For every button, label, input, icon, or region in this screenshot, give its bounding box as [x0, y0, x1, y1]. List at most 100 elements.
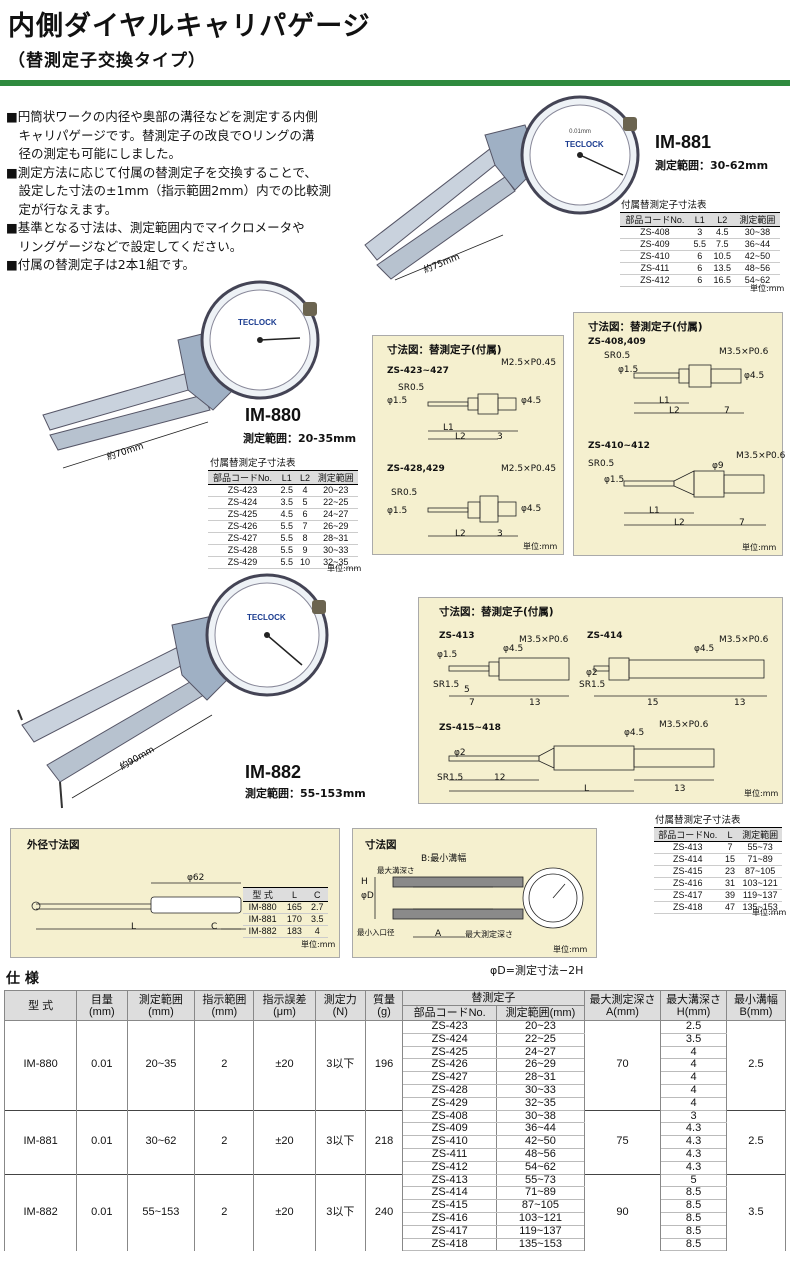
probe-drawing [623, 364, 766, 526]
c-label: C [211, 922, 218, 932]
panel-title: 寸法図 [365, 839, 397, 851]
unit-label: 単位:mm [742, 543, 777, 552]
formula-note: φD=測定寸法−2H [490, 964, 584, 977]
dia-label: φ2 [586, 668, 598, 678]
probe-label: ZS-413 [439, 631, 475, 641]
dim-7: 7 [724, 406, 730, 416]
sr-label: SR1.5 [433, 680, 460, 690]
desc-line: 設定した寸法の±1mm（指示範囲2mm）内での比較測 [6, 183, 332, 198]
unit-label: 単位:mm [327, 564, 362, 573]
dia-label: φ4.5 [521, 396, 542, 406]
unit-label: 単位:mm [752, 908, 787, 917]
sr-label: SR0.5 [588, 459, 615, 469]
l2-label: L2 [669, 406, 680, 416]
green-divider [0, 80, 790, 86]
probe-label: ZS-423~427 [387, 366, 449, 376]
desc-line: リングゲージなどで設定してください。 [6, 238, 243, 254]
im881-dim-label: 約75mm [422, 250, 462, 275]
unit-label: 単位:mm [523, 542, 558, 551]
im880-range: 測定範囲：20-35mm [243, 432, 357, 445]
col-code: 部品コードNo. [208, 470, 277, 485]
l1-label: L1 [649, 506, 660, 516]
description: ■円筒状ワークの内径や奥部の溝径などを測定する内側 キャリパゲージです。替測定子… [6, 108, 366, 275]
l1-label: L1 [659, 396, 670, 406]
sr-label: SR1.5 [579, 680, 606, 690]
desc-line: 定が行なえます。 [6, 201, 118, 217]
l-label: L [131, 922, 137, 932]
dim-7: 7 [469, 698, 475, 708]
im881-range: 測定範囲：30-62mm [655, 159, 769, 172]
dia-label: φ1.5 [387, 396, 408, 406]
col-range: 測定範囲 [313, 470, 358, 485]
dim-3: 3 [497, 529, 503, 539]
col-range: 測定範囲 [738, 827, 782, 842]
desc-line: ■基準となる寸法は、測定範囲内でマイクロメータや [6, 220, 305, 235]
desc-line: ■測定方法に応じて付属の替測定子を交換することで、 [6, 164, 317, 180]
thread-label: M3.5×P0.6 [659, 720, 709, 730]
dia-label: φ4.5 [624, 728, 645, 738]
col-l1: L1 [689, 212, 710, 227]
im882-dim-label: 約90mm [118, 743, 157, 772]
sr-label: SR1.5 [437, 773, 464, 783]
desc-line: ■付属の替測定子は2本1組です。 [6, 257, 195, 272]
dim-15: 15 [647, 698, 659, 708]
dia-label: φ1.5 [618, 365, 639, 375]
l-label: L [584, 784, 590, 794]
dim-panel-d: 寸法図 B:最小溝幅 A H φD 最大溝深さ 最大測定深さ 最小入口径 単位:… [352, 828, 597, 958]
page-title: 内側ダイヤルキャリパゲージ [8, 11, 371, 42]
min-dia-label: 最小入口径 [357, 928, 395, 937]
desc-line: ■円筒状ワークの内径や奥部の溝径などを測定する内側 [6, 109, 318, 124]
dia-label: φ2 [454, 748, 466, 758]
outer-drawing [31, 882, 246, 930]
h-label: H [361, 877, 368, 887]
thread-label: M2.5×P0.45 [501, 464, 557, 474]
probe-label: ZS-410~412 [588, 441, 650, 451]
l2-label: L2 [455, 529, 466, 539]
brand-logo: TECLOCK [565, 140, 604, 149]
dia-label: φ4.5 [744, 371, 765, 381]
max-depth-label: 最大測定深さ [465, 930, 513, 939]
thread-label: M3.5×P0.6 [736, 451, 786, 461]
brand-logo: TECLOCK [247, 613, 286, 622]
probe-label: ZS-415~418 [439, 723, 501, 733]
b-label: B:最小溝幅 [421, 854, 467, 864]
col-range: 測定範囲 [734, 212, 780, 227]
panel-title: 寸法図：替測定子(付属) [439, 606, 554, 618]
im882-gauge-illustration: TECLOCK 約90mm [17, 573, 329, 809]
dim-panel-c: 寸法図：替測定子(付属) ZS-413 ZS-414 ZS-415~418 M3… [418, 597, 783, 804]
col-code: 部品コードNo. [654, 827, 722, 842]
dim-13: 13 [674, 784, 686, 794]
dia-label: φ1.5 [387, 506, 408, 516]
panel-title: 寸法図：替測定子(付属) [588, 321, 703, 333]
groove-drawing [374, 867, 584, 938]
sr-label: SR0.5 [398, 383, 425, 393]
brand-logo: TECLOCK [238, 318, 277, 327]
im880-model: IM-880 [245, 405, 302, 425]
dim-7: 7 [739, 518, 745, 528]
panel-title: 寸法図：替測定子(付属) [387, 344, 502, 356]
